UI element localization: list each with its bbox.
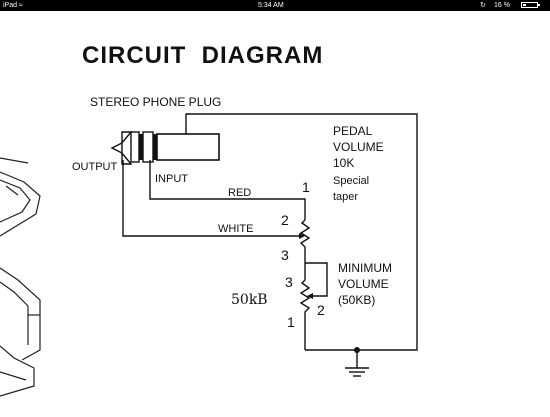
plug-label: STEREO PHONE PLUG [90, 95, 221, 109]
circuit-diagram: CIRCUIT DIAGRAM STEREO PHONE PLUG OUTPUT… [0, 42, 418, 397]
circuit-wires [122, 113, 418, 377]
pedal-volume-line-5: taper [333, 191, 358, 203]
battery-percent: 16 % [494, 2, 510, 9]
input-label: INPUT [155, 173, 188, 185]
pin-1-top-label: 1 [302, 179, 310, 195]
minimum-volume-label: MINIMUM VOLUME (50KB) [338, 261, 392, 307]
document-page[interactable]: CIRCUIT DIAGRAM STEREO PHONE PLUG OUTPUT… [0, 11, 550, 412]
output-label: OUTPUT [72, 161, 118, 173]
red-wire-label: RED [228, 187, 251, 199]
pin-2-top-label: 2 [281, 212, 289, 228]
status-bar: iPad ≈ 5:34 AM ↻ 16 % [0, 0, 550, 11]
page-title: CIRCUIT DIAGRAM [82, 42, 323, 69]
pedal-volume-line-4: Special [333, 175, 369, 187]
pin-2-bottom-label: 2 [317, 302, 325, 318]
pin-3-bottom-label: 3 [285, 274, 293, 290]
battery-icon [521, 2, 540, 8]
handwritten-resistor-value: 50kB [231, 292, 268, 308]
pedal-sketch-icon [0, 157, 41, 397]
stereo-phone-plug-icon [110, 131, 220, 165]
minimum-volume-line-2: VOLUME [338, 277, 389, 291]
wifi-icon: ≈ [19, 2, 23, 9]
carrier-label: iPad [3, 2, 18, 9]
minimum-volume-line-3: (50KB) [338, 293, 375, 307]
minimum-volume-line-1: MINIMUM [338, 261, 392, 275]
rotation-lock-icon: ↻ [480, 2, 486, 9]
clock: 5:34 AM [258, 2, 284, 9]
pedal-volume-line-2: VOLUME [333, 140, 384, 154]
pedal-volume-line-3: 10K [333, 156, 354, 170]
pedal-volume-line-1: PEDAL [333, 124, 373, 138]
pin-3-top-label: 3 [281, 247, 289, 263]
white-wire-label: WHITE [218, 223, 253, 235]
pin-1-bottom-label: 1 [287, 314, 295, 330]
pedal-volume-label: PEDAL VOLUME 10K Special taper [333, 124, 384, 203]
